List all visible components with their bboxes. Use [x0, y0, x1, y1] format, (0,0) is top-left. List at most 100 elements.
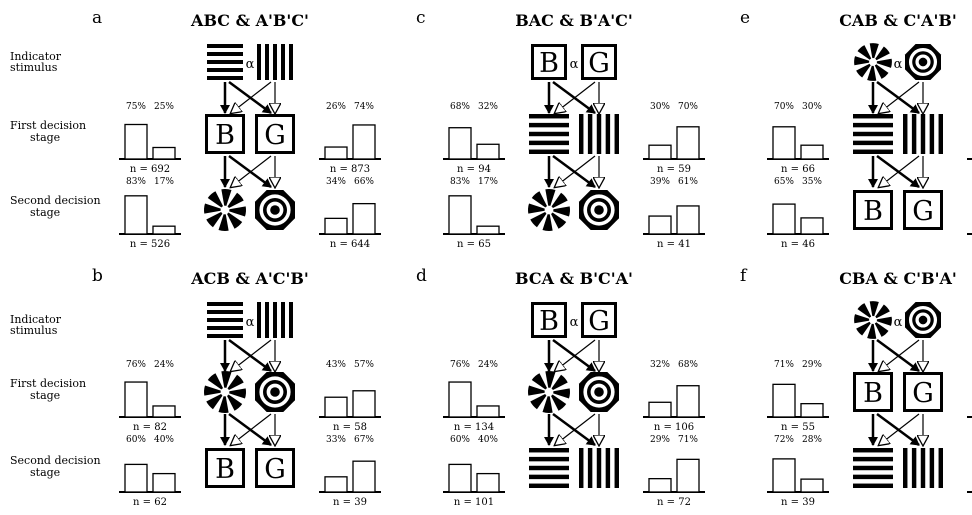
stage1-to-stage2-arrows — [225, 414, 275, 445]
alpha-symbol: α — [246, 315, 255, 330]
stage1-left-chart-n-label: n = 134 — [454, 422, 494, 433]
stage1-to-stage2-arrows — [549, 156, 599, 187]
stage1-left-chart-n-label: n = 66 — [781, 164, 815, 175]
stage1-left-chart-bar-right — [477, 406, 499, 417]
stage1-left-chart-bar-left — [773, 127, 795, 159]
panel-label: e — [740, 8, 750, 28]
stage1-left-chart: 75%25%n = 692 — [119, 102, 181, 175]
stage2-left-chart-pct-label: 40% — [478, 435, 498, 445]
stage2-left-chart-bar-left — [449, 464, 471, 492]
stage1-left-chart-pct-label: 71% — [774, 360, 794, 370]
stage1-box-b: B — [855, 374, 892, 411]
stage1-to-stage2-arrows — [549, 414, 599, 445]
stage2-left-chart-n-label: n = 65 — [457, 239, 491, 250]
stage1-right-chart-pct-label: 68% — [678, 360, 698, 370]
stage2-left-chart-bar-left — [125, 196, 147, 234]
stage2-left-chart-bar-left — [449, 196, 471, 234]
indicator-box-b: B — [533, 304, 566, 338]
stage1-left-chart-bar-left — [125, 125, 147, 160]
stage2-left-chart-pct-label: 60% — [126, 435, 146, 445]
panel-c: cBAC & B'A'C'BGα68%32%n = 9430%70%n = 59… — [416, 8, 705, 250]
stage2-left-chart-bar-left — [125, 464, 147, 492]
stage1-right-chart-pct-label: 26% — [326, 102, 346, 112]
stage2-concentric-target — [255, 190, 295, 230]
stage1-left-chart-pct-label: 76% — [450, 360, 470, 370]
stage1-left-chart-pct-label: 76% — [126, 360, 146, 370]
stage2-horizontal-stripes — [853, 448, 893, 488]
stage1-horizontal-stripes — [529, 114, 569, 154]
stage2-left-chart-pct-label: 17% — [478, 177, 498, 187]
alpha-symbol: α — [894, 57, 903, 72]
stage2-left-chart-pct-label: 35% — [802, 177, 822, 187]
stage1-left-chart-n-label: n = 692 — [130, 164, 170, 175]
stage2-left-chart-n-label: n = 39 — [781, 497, 815, 508]
indicator-box-b-letter: B — [539, 48, 559, 79]
indicator-horizontal-stripes — [207, 302, 243, 338]
stage1-right-chart-pct-label: 74% — [354, 102, 374, 112]
panel-label: b — [92, 266, 103, 286]
stage2-left-chart: 65%35%n = 46 — [767, 177, 829, 250]
stage1-left-chart: 76%24%n = 82 — [119, 360, 181, 433]
indicator-to-stage1-arrows — [225, 82, 275, 113]
stage1-right-chart-n-label: n = 58 — [333, 422, 367, 433]
panel-label: c — [416, 8, 426, 28]
stage2-vertical-stripes — [903, 448, 943, 488]
indicator-box-g: G — [583, 304, 616, 338]
row-labels-bottom: Indicator stimulus First decision stage … — [10, 313, 101, 479]
stage2-box-g-letter: G — [264, 454, 286, 485]
stage1-left-chart-pct-label: 24% — [154, 360, 174, 370]
panel-title: BCA & B'C'A' — [515, 269, 633, 288]
panel-title: CAB & C'A'B' — [839, 11, 957, 30]
stage2-vertical-stripes — [579, 448, 619, 488]
stage1-to-stage2-arrows — [225, 156, 275, 187]
stage2-left-chart-n-label: n = 101 — [454, 497, 494, 508]
stage2-horizontal-stripes — [529, 448, 569, 488]
stage2-left-chart-pct-label: 28% — [802, 435, 822, 445]
stage2-right-chart-n-label: n = 39 — [333, 497, 367, 508]
stage2-right-chart-bar-left — [649, 216, 671, 234]
stage2-box-g: G — [905, 192, 942, 229]
stage2-box-g-letter: G — [912, 196, 934, 227]
indicator-vertical-stripes — [257, 44, 293, 80]
stage1-left-chart-pct-label: 25% — [154, 102, 174, 112]
indicator-to-stage1-arrows — [225, 340, 275, 371]
indicator-box-b-letter: B — [539, 306, 559, 337]
alpha-symbol: α — [570, 315, 579, 330]
stage2-left-chart-n-label: n = 526 — [130, 239, 170, 250]
stage2-right-chart-bar-left — [325, 218, 347, 234]
stage1-right-chart: 30%70%n = 59 — [643, 102, 705, 175]
stage1-left-chart-bar-right — [801, 145, 823, 159]
first-stage-label-line2: stage — [30, 389, 60, 402]
stage2-right-chart: 39%61%n = 41 — [643, 177, 705, 250]
stage2-pinwheel-pattern — [204, 189, 246, 231]
stage2-box-b: B — [207, 450, 244, 487]
indicator-box-g-letter: G — [588, 306, 610, 337]
stage2-right-chart: 33%67%n = 39 — [319, 435, 381, 508]
stage2-left-chart-pct-label: 65% — [774, 177, 794, 187]
indicator-to-stage1-arrows — [549, 340, 599, 371]
second-stage-label-line2: stage — [30, 206, 60, 219]
stage2-left-chart-bar-right — [477, 226, 499, 234]
stage1-to-stage2-arrows — [873, 414, 923, 445]
indicator-concentric-target — [905, 44, 941, 80]
stage2-left-chart-pct-label: 17% — [154, 177, 174, 187]
stage1-right-chart-bar-left — [325, 147, 347, 159]
stage2-left-chart: 83%17%n = 526 — [119, 177, 181, 250]
stage1-left-chart-bar-left — [125, 382, 147, 417]
stage2-left-chart: 83%17%n = 65 — [443, 177, 505, 250]
stage2-right-chart-pct-label: 29% — [650, 435, 670, 445]
panel-e: eCAB & C'A'B'αBG70%30%n = 6626%74%n = 62… — [740, 8, 972, 250]
stage1-concentric-target — [255, 372, 295, 412]
stage1-right-chart: 32% 68% n = 106 — [643, 360, 705, 433]
stage2-left-chart-bar-right — [801, 218, 823, 234]
stage2-right-chart-pct-label: 67% — [354, 435, 374, 445]
panel-title: CBA & C'B'A' — [839, 269, 957, 288]
stage2-left-chart: 60%40%n = 62 — [119, 435, 181, 508]
stage2-box-b-letter: B — [863, 196, 883, 227]
stage1-right-chart-bar-left — [325, 397, 347, 417]
stage1-right-chart-n-label: n = 106 — [654, 422, 694, 433]
stage2-left-chart-bar-right — [477, 474, 499, 492]
stage1-right-chart-pct-label: 32% — [650, 360, 670, 370]
